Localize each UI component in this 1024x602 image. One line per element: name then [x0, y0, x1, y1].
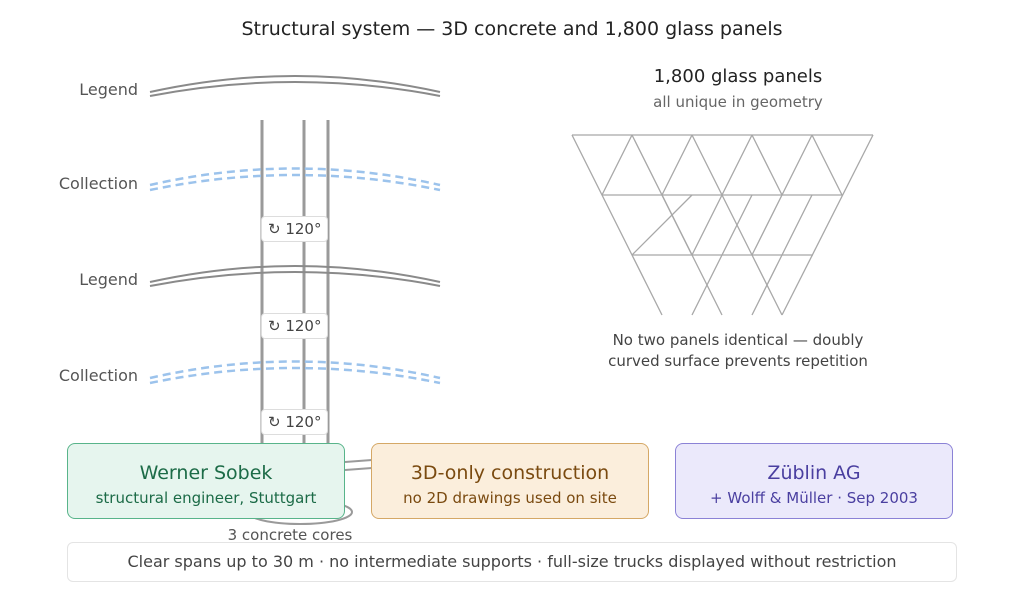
level-label-legend-2: Legend — [79, 270, 138, 289]
concrete-cores — [260, 120, 330, 445]
card-sobek-subtitle: structural engineer, Stuttgart — [95, 489, 317, 507]
level-label-collection-2: Collection — [58, 366, 138, 385]
legend-slab-2 — [149, 265, 441, 287]
footer-note: Clear spans up to 30 m · no intermediate… — [67, 542, 957, 582]
level-label-legend-1: Legend — [79, 80, 138, 99]
level-label-collection-1: Collection — [58, 174, 138, 193]
rotation-badge-3: ↻ 120° — [261, 409, 329, 435]
card-werner-sobek: Werner Sobek structural engineer, Stuttg… — [67, 443, 345, 519]
collection-slab-1 — [149, 167, 441, 192]
card-sobek-title: Werner Sobek — [139, 462, 273, 484]
legend-slab-1 — [149, 75, 441, 97]
panels-title: 1,800 glass panels — [653, 66, 823, 87]
cores-label: 3 concrete cores — [227, 526, 353, 544]
panels-note-line-2: curved surface prevents repetition — [608, 352, 868, 370]
rotation-badge-1: ↻ 120° — [261, 216, 329, 242]
glass-panel-grid — [571, 134, 874, 316]
card-zublin-title: Züblin AG — [767, 462, 861, 484]
card-3d-title: 3D-only construction — [410, 462, 610, 484]
panels-subtitle: all unique in geometry — [653, 93, 823, 111]
card-3d-subtitle: no 2D drawings used on site — [403, 489, 617, 507]
card-3d-construction: 3D-only construction no 2D drawings used… — [371, 443, 649, 519]
card-zublin: Züblin AG + Wolff & Müller · Sep 2003 — [675, 443, 953, 519]
card-zublin-subtitle: + Wolff & Müller · Sep 2003 — [710, 489, 918, 507]
diagram-title: Structural system — 3D concrete and 1,80… — [241, 18, 783, 40]
collection-slab-2 — [149, 360, 441, 385]
panels-note-line-1: No two panels identical — doubly — [612, 331, 864, 349]
panels-note: No two panels identical — doubly curved … — [560, 330, 916, 372]
rotation-badge-2: ↻ 120° — [261, 313, 329, 339]
